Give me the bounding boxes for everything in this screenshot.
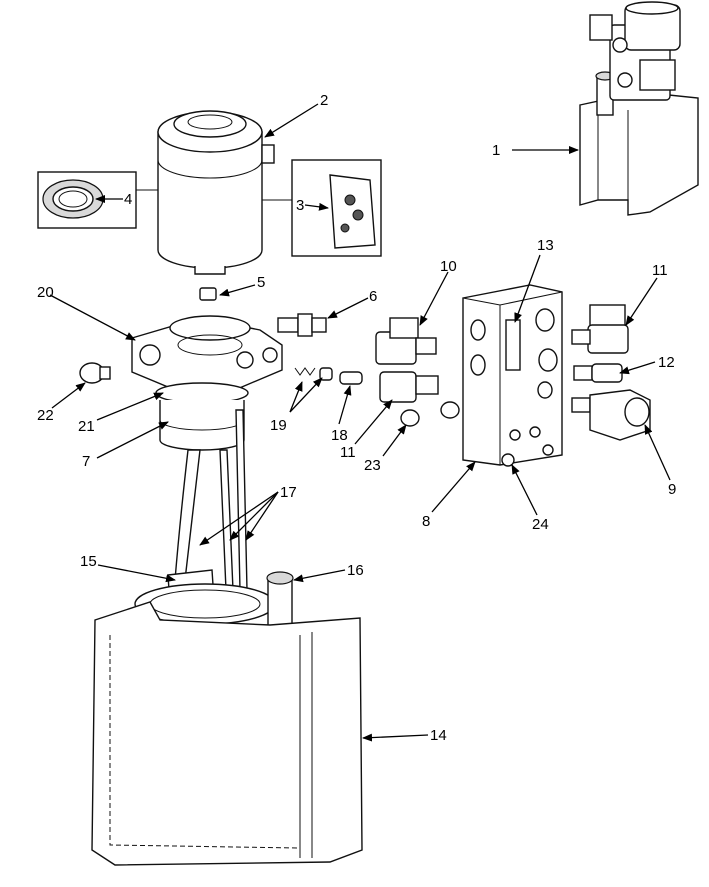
callout-21: 21 [78, 418, 95, 435]
callout-10: 10 [440, 258, 457, 275]
o-rings [400, 401, 460, 427]
callout-labels: 1 2 3 4 5 6 7 8 9 10 11 11 12 13 14 15 1… [37, 92, 676, 744]
callout-17: 17 [280, 484, 297, 501]
callout-6: 6 [369, 288, 377, 305]
callout-2: 2 [320, 92, 328, 109]
callout-5: 5 [257, 274, 265, 291]
reservoir-tank [91, 601, 363, 866]
check-valve-12 [573, 363, 623, 383]
callout-13: 13 [537, 237, 554, 254]
callout-23: 23 [364, 457, 381, 474]
callout-1: 1 [492, 142, 500, 159]
assembled-power-unit [579, 1, 699, 216]
solenoid-valve-11-right [571, 304, 629, 354]
callout-14: 14 [430, 727, 447, 744]
filler-breather-cap [266, 571, 294, 631]
hydraulic-pump [155, 382, 249, 451]
callout-7: 7 [82, 453, 90, 470]
callout-18: 18 [331, 427, 348, 444]
hardware-kit [262, 159, 382, 257]
callout-8: 8 [422, 513, 430, 530]
valve-manifold-block [462, 284, 563, 467]
pipe-plug [79, 362, 111, 384]
relief-spring [294, 367, 333, 381]
return-fitting [277, 313, 327, 337]
electric-motor [157, 110, 275, 275]
check-valve-11-left [379, 371, 439, 403]
callout-9: 9 [668, 481, 676, 498]
callout-11-right: 11 [652, 262, 668, 279]
seal-kit [37, 171, 158, 229]
callout-12: 12 [658, 354, 675, 371]
solenoid-valve-9 [571, 389, 651, 441]
suction-return-tubes [174, 409, 248, 591]
pump-adapter-base [131, 315, 283, 393]
callout-24: 24 [532, 516, 549, 533]
callout-11-left: 11 [340, 444, 356, 461]
callout-22: 22 [37, 407, 54, 424]
callout-16: 16 [347, 562, 364, 579]
callout-20: 20 [37, 284, 54, 301]
callout-15: 15 [80, 553, 97, 570]
callout-4: 4 [124, 191, 132, 208]
solenoid-valve-10 [375, 317, 437, 365]
coupling-key [199, 287, 217, 301]
callout-3: 3 [296, 197, 304, 214]
relief-poppet [339, 371, 363, 385]
callout-19: 19 [270, 417, 287, 434]
leader-lines [49, 103, 671, 742]
